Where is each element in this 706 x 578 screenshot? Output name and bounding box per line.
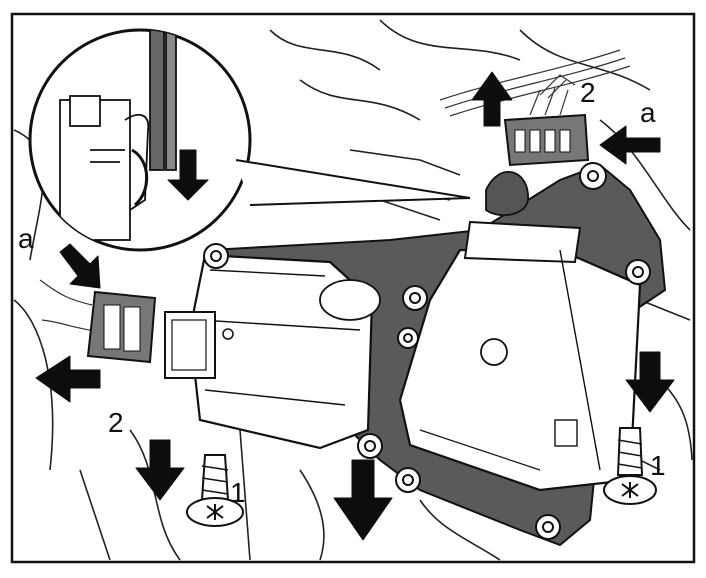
torx-screw-icon: [616, 427, 644, 476]
label-1-right: 1: [650, 450, 666, 481]
label-2-right: 2: [580, 77, 596, 108]
bracket-bolts: [203, 162, 651, 540]
arrows: [35, 71, 675, 541]
label-a-left: a: [18, 223, 34, 254]
screw-right: [603, 427, 657, 505]
label-a-right: a: [640, 97, 656, 128]
detail-inset: [28, 28, 471, 252]
down-arrow-icon: [333, 459, 393, 541]
label-1-left: 1: [230, 477, 246, 508]
screw-left: [186, 454, 244, 527]
connector-left: [39, 279, 157, 364]
down-arrow-icon: [59, 243, 101, 289]
connector-right: [503, 87, 590, 167]
label-2-left: 2: [108, 407, 124, 438]
down-arrow-icon: [135, 439, 185, 501]
left-arrow-icon: [599, 125, 661, 165]
left-actuator: [164, 253, 381, 450]
up-arrow-icon: [471, 71, 513, 127]
down-arrow-icon: [625, 351, 675, 413]
inset-leader: [235, 159, 471, 206]
right-actuator: [398, 171, 642, 492]
left-arrow-icon: [35, 355, 101, 403]
down-arrow-icon: [167, 149, 209, 201]
